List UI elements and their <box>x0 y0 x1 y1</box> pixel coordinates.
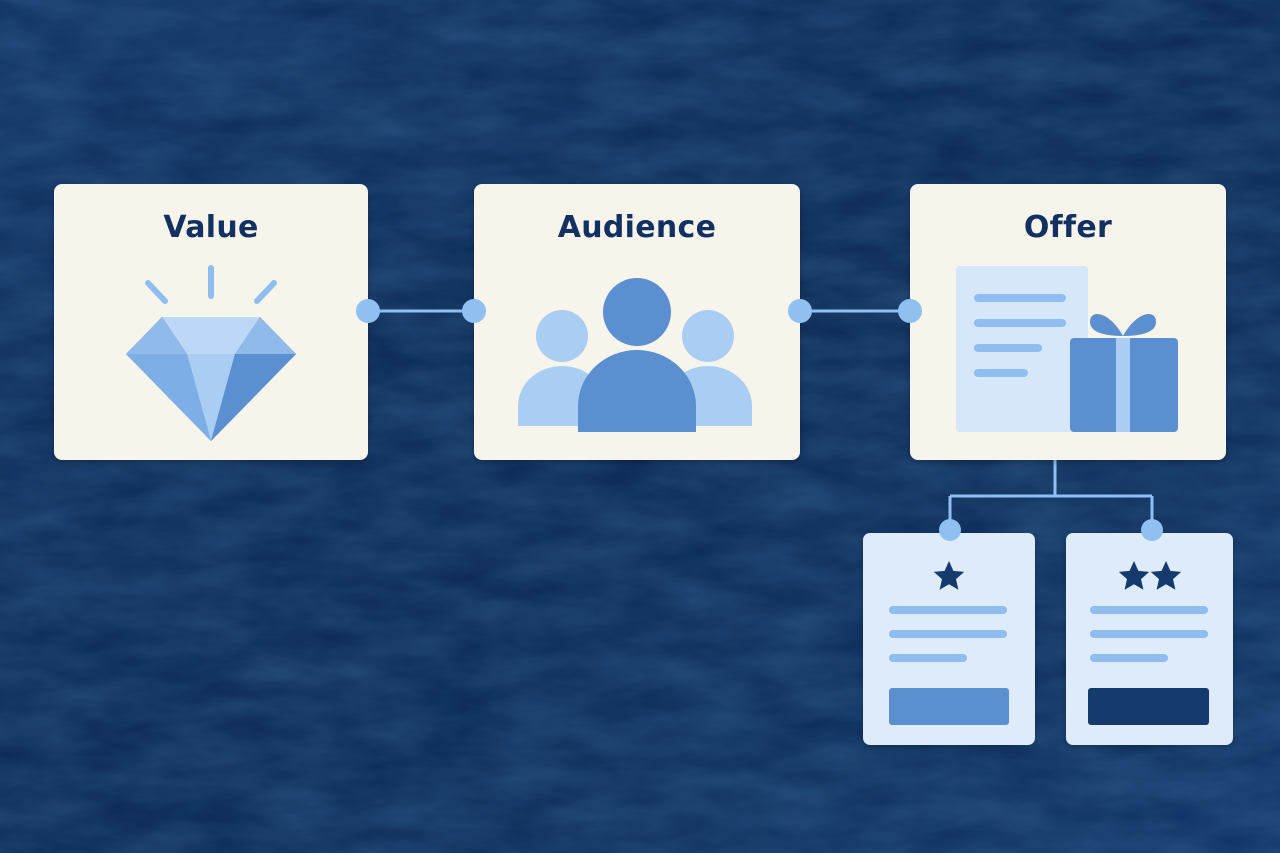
star-icon <box>1118 561 1150 590</box>
node-offer: Offer <box>910 184 1226 460</box>
people-group-icon <box>518 278 752 432</box>
star-icon <box>1150 561 1182 590</box>
node-value-label: Value <box>163 210 259 245</box>
tier-1-cta-bar <box>889 688 1009 725</box>
node-value: Value <box>54 184 368 460</box>
tier-card-2 <box>1066 533 1233 745</box>
star-icon <box>933 561 965 590</box>
tier-card-1-content <box>889 561 1009 725</box>
node-offer-label: Offer <box>1023 210 1113 245</box>
tier-card-1 <box>863 533 1035 745</box>
node-audience: Audience <box>474 184 800 460</box>
tier-card-2-content <box>1088 561 1209 725</box>
tier-2-cta-bar <box>1088 688 1209 725</box>
document-gift-icon <box>956 266 1178 432</box>
diamond-icon <box>126 265 296 441</box>
node-audience-label: Audience <box>557 210 717 245</box>
